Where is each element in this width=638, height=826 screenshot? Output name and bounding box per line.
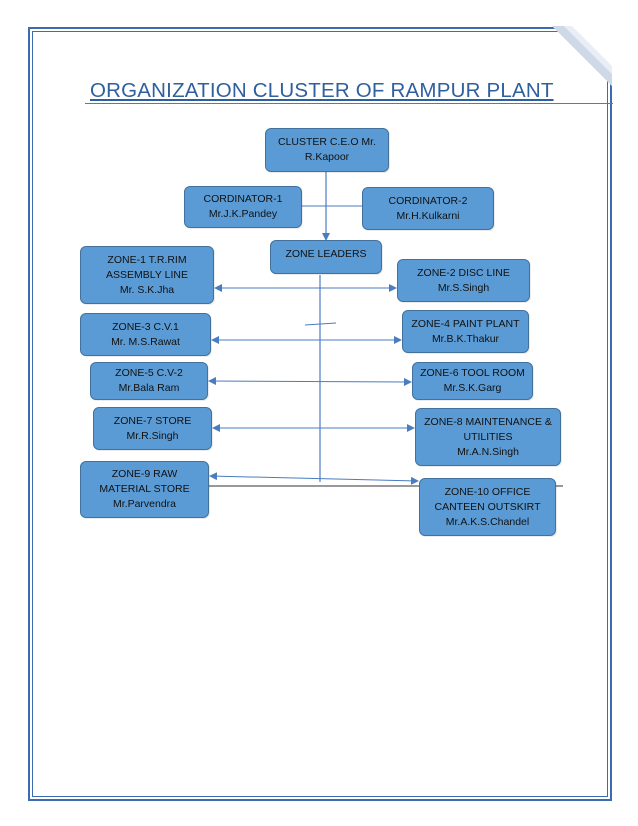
zone-4-box: ZONE-4 PAINT PLANT Mr.B.K.Thakur xyxy=(402,310,529,353)
zone5-zone6-arrow xyxy=(208,377,412,386)
zone-3-box: ZONE-3 C.V.1 Mr. M.S.Rawat xyxy=(80,313,211,356)
zone-7-box: ZONE-7 STORE Mr.R.Singh xyxy=(93,407,212,450)
zone9-zone10-arrow xyxy=(209,472,419,485)
page-title: ORGANIZATION CLUSTER OF RAMPUR PLANT xyxy=(90,79,554,102)
zone-5-box: ZONE-5 C.V-2 Mr.Bala Ram xyxy=(90,362,208,400)
coordinator-1-box: CORDINATOR-1 Mr.J.K.Pandey xyxy=(184,186,302,228)
title-rule xyxy=(85,103,613,104)
page-frame-inner xyxy=(32,31,608,797)
zone-2-box: ZONE-2 DISC LINE Mr.S.Singh xyxy=(397,259,530,302)
zone-leaders-box: ZONE LEADERS xyxy=(270,240,382,274)
page-frame-outer xyxy=(28,27,612,801)
zone-6-box: ZONE-6 TOOL ROOM Mr.S.K.Garg xyxy=(412,362,533,400)
zone-1-box: ZONE-1 T.R.RIM ASSEMBLY LINE Mr. S.K.Jha xyxy=(80,246,214,304)
page-curl-corner xyxy=(552,26,612,86)
zone-9-box: ZONE-9 RAW MATERIAL STORE Mr.Parvendra xyxy=(80,461,209,518)
small-tick-line xyxy=(304,322,337,326)
coordinator-2-box: CORDINATOR-2 Mr.H.Kulkarni xyxy=(362,187,494,230)
ceo-box: CLUSTER C.E.O Mr. R.Kapoor xyxy=(265,128,389,172)
zone-10-box: ZONE-10 OFFICE CANTEEN OUTSKIRT Mr.A.K.S… xyxy=(419,478,556,536)
zone-8-box: ZONE-8 MAINTENANCE & UTILITIES Mr.A.N.Si… xyxy=(415,408,561,466)
